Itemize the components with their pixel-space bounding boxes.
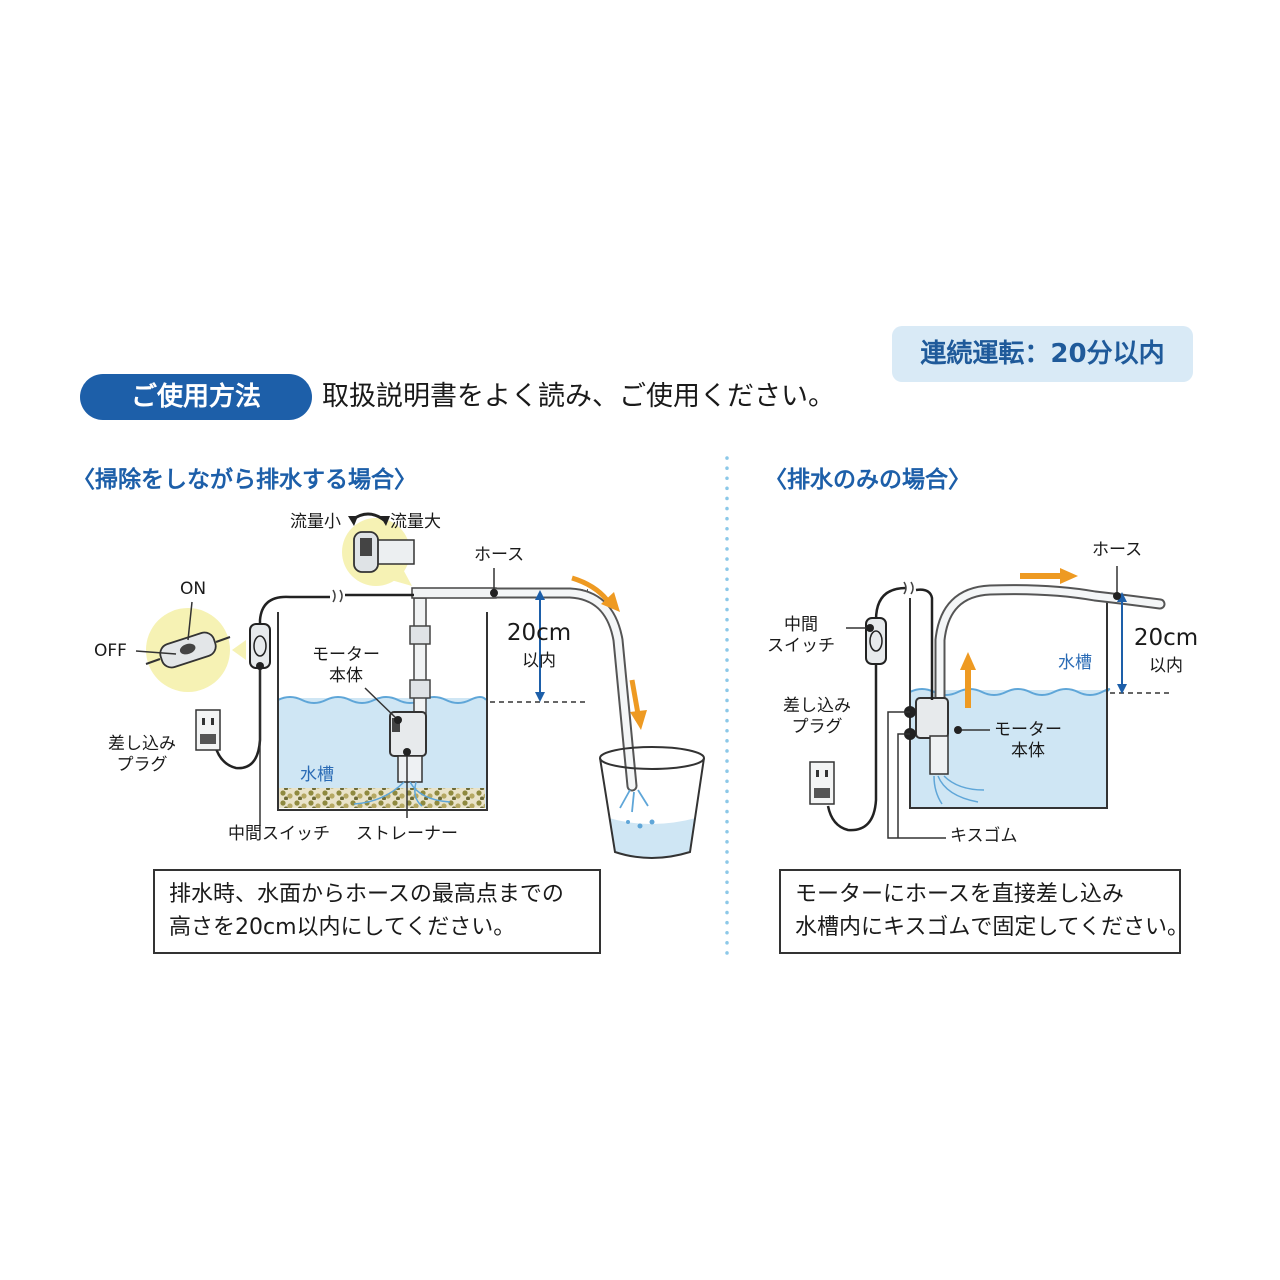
left-strainer [397,755,423,783]
flow-large-label: 流量大 [390,512,441,532]
left-tank-outline [277,612,488,811]
left-inline-switch [249,623,271,669]
left-flow-arrow-1 [571,575,609,602]
flow-small-label: 流量小 [290,512,341,532]
right-height-value: 20cm [1133,625,1199,651]
right-switch-label-line1: 中間 [784,615,818,635]
left-note-box: 排水時、水面からホースの最高点までの 高さを20cm以内にしてください。 [153,869,601,954]
bucket-water [609,818,696,858]
usage-heading-pill: ご使用方法 [80,374,312,420]
right-diagram [809,566,1172,839]
left-height-within: 以内 [522,651,556,671]
left-note-line1: 排水時、水面からホースの最高点までの [169,882,564,907]
right-motor-label: モーター 本体 [988,720,1068,763]
left-note-line2: 高さを20cm以内にしてください。 [169,915,516,940]
left-motor-label-line1: モーター [312,645,380,665]
left-section-title: 〈掃除をしながら排水する場合〉 [72,467,417,493]
right-plug-label: 差し込み プラグ [776,696,858,739]
left-top-pipe [411,587,497,599]
right-tank-label: 水槽 [1058,653,1092,673]
right-hose-label: ホース [1092,540,1143,560]
left-motor-label-line2: 本体 [329,666,363,687]
right-switch-label-line2: スイッチ [767,636,835,657]
off-label: OFF [94,641,127,661]
left-height-value: 20cm [506,620,572,646]
intro-text: 取扱説明書をよく読み、ご使用ください。 [322,381,835,412]
bucket-outline [599,757,705,859]
right-tank-outline [909,598,1108,809]
suction-cup-label: キスゴム [950,826,1018,846]
right-motor-label-line2: 本体 [1011,741,1045,762]
left-tank-label: 水槽 [300,765,334,785]
left-flow-arrow-2 [629,679,641,715]
right-section-title: 〈排水のみの場合〉 [764,467,971,493]
left-plug-label-line1: 差し込み [108,734,176,754]
right-plug-label-line2: プラグ [791,717,843,738]
left-motor-label: モーター 本体 [306,645,386,688]
left-plug-label: 差し込み プラグ [102,734,182,777]
right-note-line2: 水槽内にキスゴムで固定してください。 [795,915,1190,940]
right-motor-body [915,697,949,739]
strainer-label: ストレーナー [356,824,458,844]
left-height-label: 20cm 以内 [496,620,582,671]
left-power-cord [213,593,414,770]
right-note-box: モーターにホースを直接差し込み 水槽内にキスゴムで固定してください。 [779,869,1190,954]
right-height-within: 以内 [1149,656,1183,676]
left-switch-label: 中間スイッチ [228,824,330,844]
right-note-line1: モーターにホースを直接差し込み [795,882,1124,907]
left-plug-label-line2: プラグ [116,755,168,776]
left-diagram [135,512,705,859]
right-switch-label: 中間 スイッチ [760,615,842,658]
right-motor-label-line1: モーター [994,720,1062,740]
right-power-cord [826,586,934,832]
on-label: ON [180,579,207,599]
right-plug-label-line1: 差し込み [783,696,851,716]
left-hose-label: ホース [474,545,525,565]
continuous-operation-badge: 連続運転：20分以内 [892,326,1193,382]
right-height-label: 20cm 以内 [1126,625,1206,676]
